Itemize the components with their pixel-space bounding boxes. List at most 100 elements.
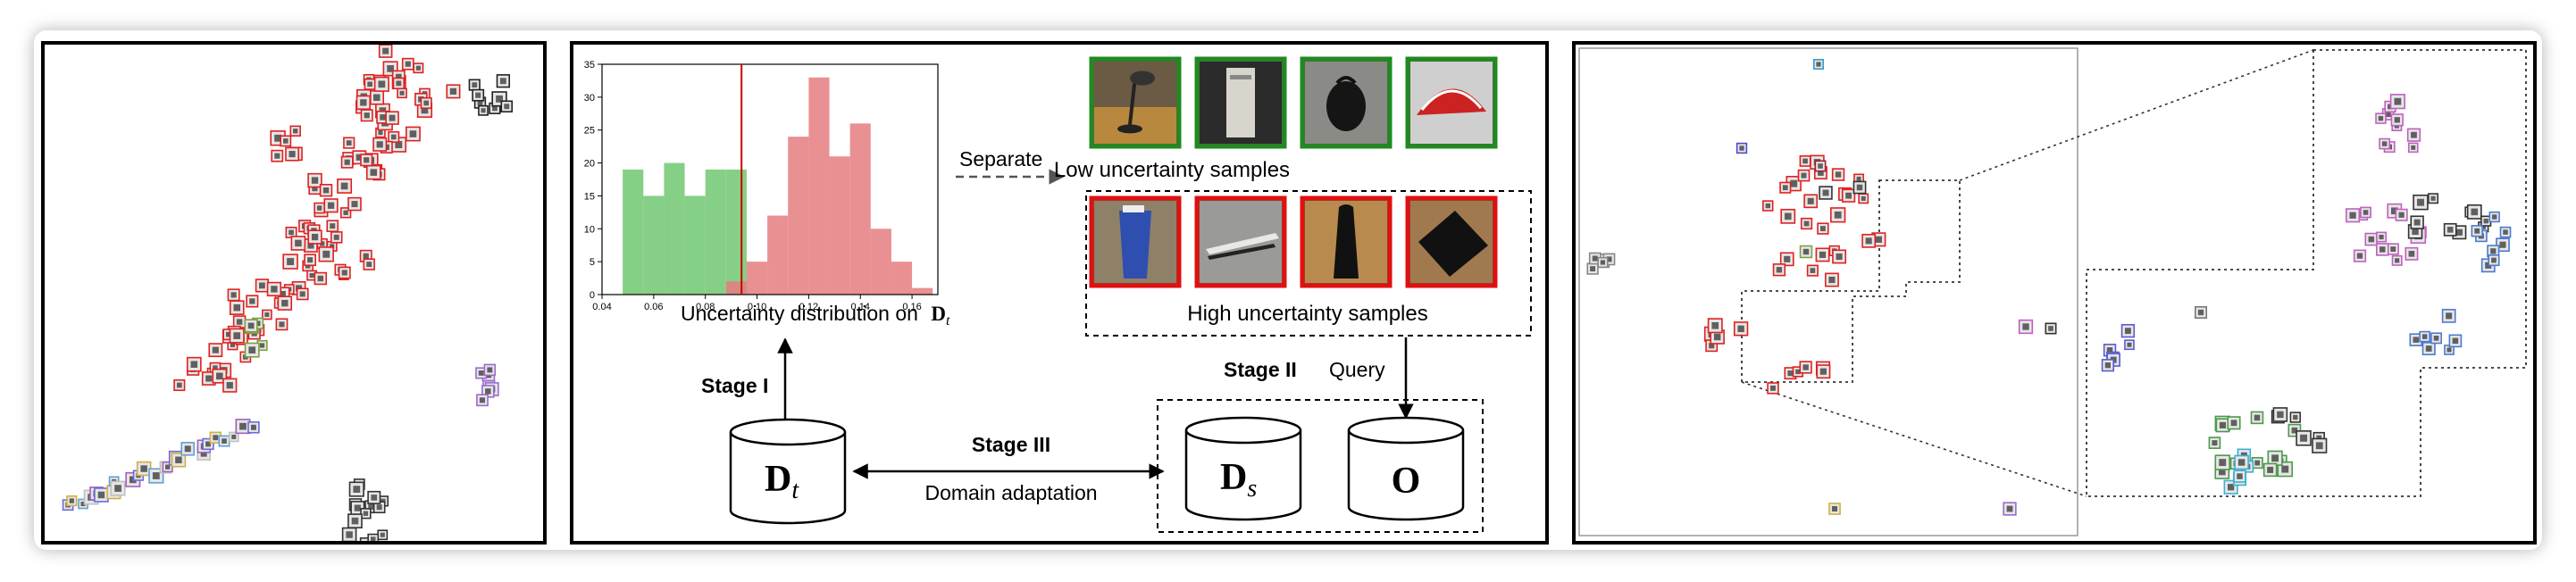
sample-ruler-image — [1194, 195, 1287, 288]
purple-sample-thumb — [2387, 243, 2399, 255]
high-uncertainty-bar — [829, 156, 850, 295]
red-sample-thumb — [1832, 249, 1847, 264]
low-uncertainty-bar — [684, 195, 706, 295]
sample-bike-helmet-image — [1405, 56, 1498, 149]
blue-sample-thumb — [2488, 211, 2500, 223]
blue-sample-thumb — [1812, 58, 1825, 71]
domain-adaptation-label: Domain adaptation — [924, 481, 1097, 504]
red-sample-thumb — [401, 57, 414, 71]
high-uncertainty-bar — [891, 262, 913, 295]
x-tick-label: 0.08 — [696, 302, 715, 312]
red-sample-thumb — [262, 309, 272, 320]
red-sample-thumb — [201, 371, 216, 386]
blue-sample-thumb — [2488, 254, 2500, 267]
red-sample-thumb — [446, 84, 461, 99]
red-sample-thumb — [1799, 154, 1811, 167]
red-sample-thumb — [330, 231, 343, 244]
red-sample-thumb — [319, 184, 333, 197]
dark-sample-thumb — [367, 490, 381, 504]
dark-sample-thumb — [348, 481, 364, 497]
purple-sample-thumb — [2406, 128, 2421, 142]
dark-sample-thumb — [1819, 186, 1833, 200]
blue-sample-thumb — [1735, 142, 1748, 154]
red-sample-thumb — [246, 295, 259, 308]
x-tick-label: 0.06 — [644, 302, 663, 312]
dark-sample-thumb — [2296, 430, 2312, 446]
red-sample-thumb — [208, 343, 223, 358]
red-sample-thumb — [1816, 364, 1831, 379]
tail-sample-thumb — [94, 487, 109, 503]
left-tsne-panel — [41, 41, 547, 552]
red-sample-thumb — [385, 111, 399, 125]
purple-sample-thumb — [2360, 206, 2371, 219]
sample-trash-bin-image — [1089, 195, 1182, 288]
red-sample-thumb — [222, 378, 238, 393]
red-sample-thumb — [255, 279, 270, 293]
green-sample-thumb — [244, 342, 260, 358]
tail-sample-thumb — [171, 452, 187, 468]
red-sample-thumb — [337, 178, 353, 194]
red-sample-thumb — [365, 164, 381, 180]
y-tick-label: 20 — [584, 159, 595, 170]
histogram-frame — [601, 63, 939, 295]
red-sample-thumb — [1762, 200, 1774, 212]
red-sample-thumb — [290, 236, 306, 251]
high-uncertainty-bar — [767, 215, 789, 295]
dark-sample-thumb — [468, 79, 481, 91]
red-sample-thumb — [1772, 263, 1786, 277]
dark-sample-thumb — [360, 508, 372, 520]
red-sample-thumb — [1707, 318, 1723, 334]
blue-sample-thumb — [2419, 330, 2430, 343]
red-sample-thumb — [360, 154, 373, 167]
blue-sample-thumb — [2124, 339, 2135, 351]
histogram-caption: Uncertainty distribution on Dt — [681, 302, 950, 328]
dark-sample-thumb — [347, 513, 363, 528]
purple-sample-thumb — [2379, 137, 2390, 150]
red-sample-thumb — [420, 96, 432, 109]
high-uncertainty-bar — [746, 262, 768, 295]
red-sample-thumb — [1817, 222, 1829, 235]
stage3-label: Stage III — [972, 433, 1050, 456]
y-tick-label: 30 — [584, 93, 595, 104]
zoom-region — [2086, 49, 2527, 497]
green-sample-thumb — [2214, 454, 2230, 470]
blue-sample-thumb — [2441, 309, 2456, 323]
blue-sample-thumb — [2101, 359, 2115, 372]
red-sample-thumb — [307, 172, 322, 188]
yellow-sample-thumb — [1828, 503, 1841, 515]
green-sample-thumb — [2208, 436, 2221, 449]
red-sample-thumb — [314, 202, 325, 214]
purple-sample-thumb — [2395, 208, 2408, 221]
right-tsne-plot — [1578, 47, 2527, 536]
red-sample-thumb — [1841, 188, 1856, 203]
red-sample-thumb — [1814, 160, 1827, 172]
purple-sample-thumb — [2389, 94, 2405, 110]
red-sample-thumb — [340, 155, 354, 169]
red-sample-thumb — [314, 271, 328, 286]
red-sample-thumb — [285, 146, 300, 162]
red-sample-thumb — [1824, 272, 1839, 287]
low-uncertainty-bar — [725, 169, 747, 295]
right-tsne-panel — [1572, 41, 2537, 545]
blue-sample-thumb — [2499, 226, 2512, 238]
purple-sample-thumb — [2407, 142, 2419, 154]
sample-printer-image — [1405, 195, 1498, 288]
red-sample-thumb — [388, 130, 400, 143]
tail-sample-thumb — [110, 480, 126, 496]
red-sample-thumb — [1800, 217, 1813, 230]
green-sample-thumb — [1799, 245, 1813, 259]
dark-sample-thumb — [2272, 407, 2288, 422]
high-uncertainty-bar — [788, 137, 809, 295]
zoom-source-frame — [1578, 47, 2078, 536]
tail-sample-thumb — [247, 421, 260, 434]
separate-label: Separate — [959, 147, 1042, 170]
blue-sample-thumb — [2120, 323, 2136, 338]
high-uncertainty-caption: High uncertainty samples — [1187, 302, 1427, 326]
x-tick-label: 0.10 — [748, 302, 766, 312]
sample-computer-tower-image — [1194, 56, 1287, 149]
red-sample-thumb — [307, 229, 322, 245]
sample-tape-dispenser-image — [1300, 195, 1393, 288]
purple-sample-thumb — [476, 394, 489, 407]
low-uncertainty-samples — [1089, 56, 1498, 149]
dark-sample-thumb — [496, 74, 510, 88]
